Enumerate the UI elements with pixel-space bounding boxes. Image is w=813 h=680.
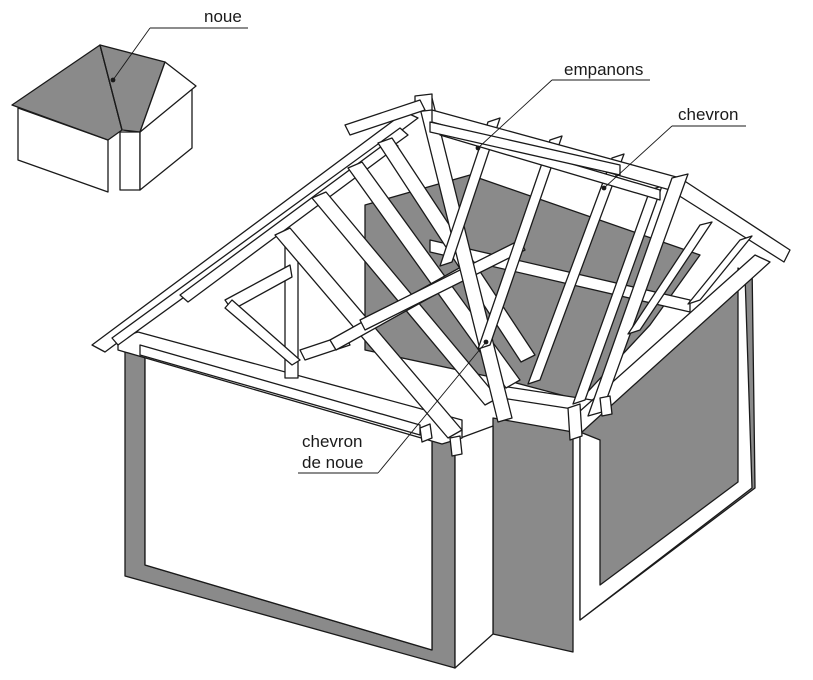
empanons-leader bbox=[477, 79, 553, 149]
brace-a bbox=[224, 299, 301, 366]
labels: noue empanons chevron chevron de noue bbox=[204, 7, 738, 472]
jack-rafter-3 bbox=[527, 153, 625, 385]
rafter-foot-2 bbox=[449, 435, 463, 457]
leader-lines bbox=[110, 27, 746, 474]
back-ridge-left bbox=[344, 99, 426, 136]
jack-rafter-1 bbox=[439, 117, 501, 267]
back-ridge-right bbox=[429, 121, 621, 176]
rafter-foot-1 bbox=[419, 423, 433, 443]
left-slope-rafters bbox=[91, 111, 419, 353]
chevron-de-noue-leader-dot bbox=[483, 339, 489, 345]
label-chevron-de-noue-line1: chevron bbox=[302, 432, 362, 451]
noue-leader-dot bbox=[110, 77, 116, 83]
right-chevron-3 bbox=[687, 235, 753, 305]
chevron-de-noue-leader bbox=[377, 341, 487, 474]
inset-wing-wall bbox=[119, 131, 141, 191]
ridge-detail bbox=[344, 99, 621, 176]
plates bbox=[117, 239, 771, 445]
jack-rafter-4 bbox=[572, 185, 663, 405]
front-plate-end bbox=[599, 395, 613, 417]
left-truss bbox=[224, 239, 351, 379]
chevron-leader bbox=[603, 125, 673, 189]
right-chevron-2 bbox=[627, 221, 713, 335]
chevron-leader-dot bbox=[601, 185, 607, 191]
jack-rafter-2 bbox=[477, 135, 563, 350]
right-wall-face bbox=[579, 267, 753, 621]
label-noue: noue bbox=[204, 7, 242, 26]
front-corner-wall bbox=[492, 417, 574, 653]
corner-wall-face bbox=[454, 425, 494, 669]
left-tie-beam bbox=[139, 344, 421, 436]
diagonal-brace-1 bbox=[274, 227, 463, 439]
label-chevron-de-noue-line2: de noue bbox=[302, 453, 363, 472]
inset-gable bbox=[139, 61, 197, 133]
house-inset bbox=[11, 44, 197, 193]
jack-rafters bbox=[439, 117, 663, 405]
label-empanons: empanons bbox=[564, 60, 643, 79]
left-ridge-rafter-1 bbox=[91, 111, 419, 353]
empanons-leader-dot bbox=[475, 145, 481, 151]
inset-valley-line bbox=[99, 44, 123, 131]
label-chevron: chevron bbox=[678, 105, 738, 124]
noue-leader bbox=[112, 27, 151, 81]
right-rafter-foot bbox=[567, 403, 583, 441]
